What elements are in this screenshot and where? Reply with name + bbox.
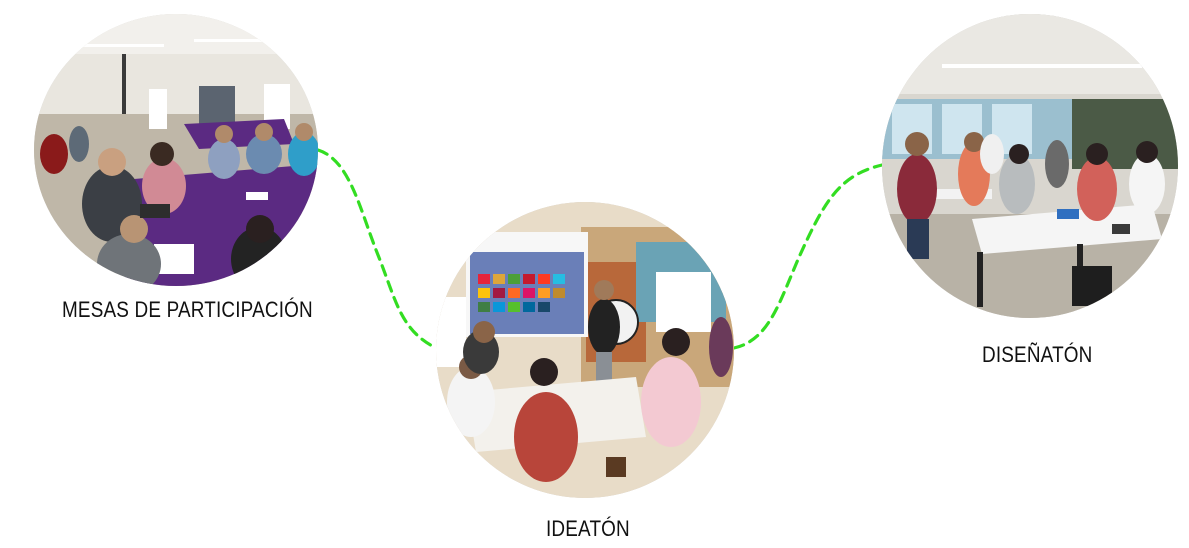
disenaton-photo bbox=[882, 14, 1178, 318]
connector-ideaton-to-disenaton bbox=[732, 163, 884, 350]
caption-mesas: MESAS DE PARTICIPACIÓN bbox=[62, 297, 313, 322]
caption-ideaton: IDEATÓN bbox=[546, 516, 630, 541]
sdg-grid bbox=[478, 274, 565, 312]
connector-mesas-to-ideaton bbox=[316, 148, 438, 350]
caption-disenaton: DISEÑATÓN bbox=[982, 342, 1093, 367]
mesas-photo bbox=[34, 14, 318, 286]
ideaton-photo bbox=[436, 202, 734, 498]
